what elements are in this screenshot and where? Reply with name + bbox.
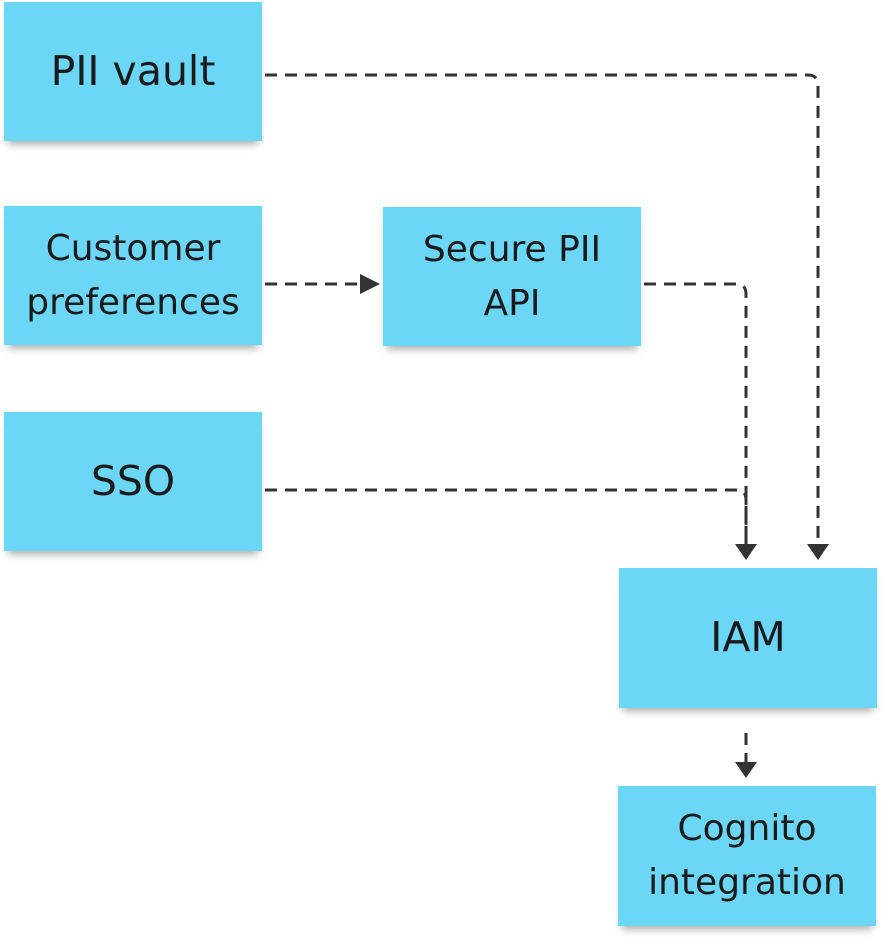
connector-sso-to-iam[interactable] (265, 488, 748, 548)
arrowhead-secure-pii-api-to-iam (735, 544, 757, 560)
customer-preferences-label: Customer preferences (26, 227, 240, 323)
arrowhead-pii-vault-to-iam (807, 544, 829, 560)
sticky-note-customer-preferences[interactable]: Customer preferences (4, 206, 262, 345)
sticky-note-secure-pii-api[interactable]: Secure PII API (383, 207, 641, 346)
sticky-note-iam[interactable]: IAM (619, 568, 877, 708)
arrowhead-to-secure-pii-api (360, 274, 380, 294)
secure-pii-api-label: Secure PII API (422, 228, 602, 324)
connector-secure-pii-api-to-iam[interactable] (644, 282, 748, 548)
sticky-note-pii-vault[interactable]: PII vault (4, 2, 262, 141)
cognito-integration-label: Cognito integration (648, 808, 846, 903)
sticky-note-cognito-integration[interactable]: Cognito integration (618, 786, 876, 926)
sso-label: SSO (90, 456, 176, 505)
arrowhead-to-cognito-integration (735, 762, 757, 778)
iam-label: IAM (710, 613, 786, 662)
pii-vault-label: PII vault (50, 46, 216, 95)
sticky-note-sso[interactable]: SSO (4, 412, 262, 551)
